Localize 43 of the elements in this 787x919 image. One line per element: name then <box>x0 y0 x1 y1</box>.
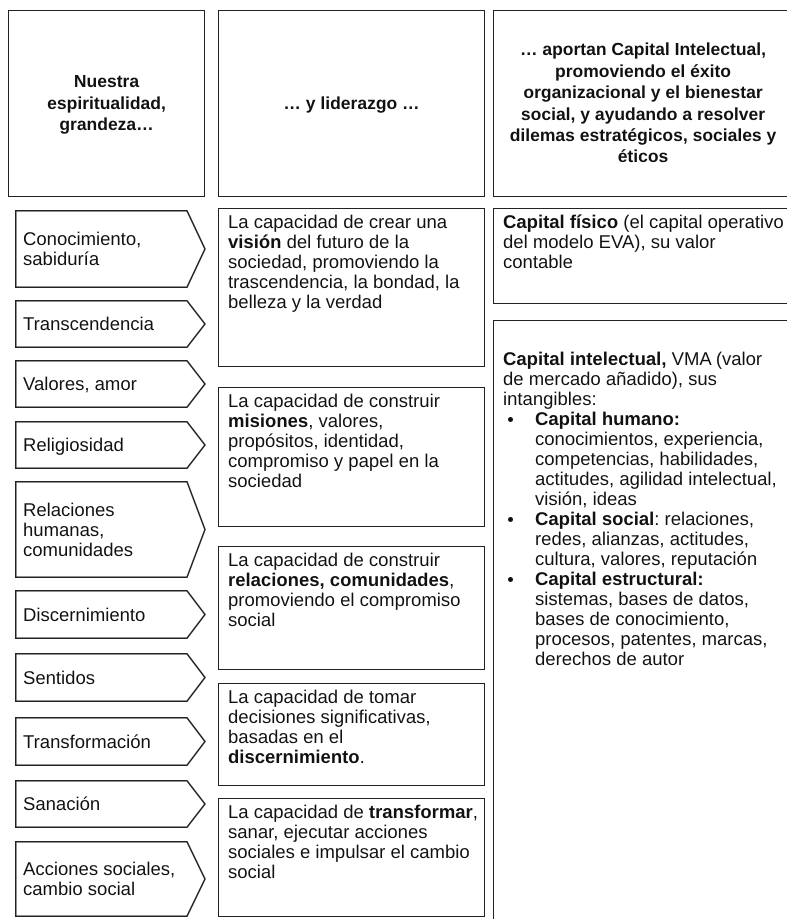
chevron-shape <box>15 300 205 348</box>
text-box <box>218 387 485 527</box>
text-box <box>493 320 787 919</box>
bullet-text: Capital social: relaciones, redes, alianzas, actitudes, cultura, valores, reputación <box>535 509 758 569</box>
chevron-label: Acciones sociales, cambio social <box>23 859 176 899</box>
text-box <box>493 208 787 304</box>
box-text: Capital físico (el capital operativo del modelo EVA), su valor contable <box>503 212 785 272</box>
bullet-text: Capital estructural: sistemas, bases de datos, bases de conocimiento, procesos, patentes, marcas, derechos de autor <box>535 569 768 669</box>
text-box <box>218 798 485 917</box>
chevron-label: Valores, amor <box>23 374 137 394</box>
column-header-box <box>493 10 787 197</box>
column-heading: … y liderazgo … <box>283 92 420 114</box>
column-header-box <box>8 10 205 197</box>
text-box <box>218 546 485 670</box>
box-text: Capital intelectual, VMA (valor de mercado añadido), sus intangibles: <box>503 349 764 409</box>
column-heading: … aportan Capital Intelectual, promoviendo el éxito organizacional y el bienestar social, y ayudando a resolver dilemas estratégicos, sociales y éticos <box>508 39 778 168</box>
chevron-label: Transcendencia <box>23 314 154 334</box>
column-header-box <box>218 10 485 197</box>
chevron-label: Sentidos <box>23 668 95 688</box>
text-box <box>218 683 485 786</box>
box-text: La capacidad de construir relaciones, comunidades, promoviendo el compromiso social <box>228 550 462 630</box>
chevron-label: Religiosidad <box>23 435 124 455</box>
text-box <box>218 208 485 367</box>
chevron-shape <box>15 717 205 766</box>
chevron-shape <box>15 421 205 469</box>
chevron-shape <box>15 481 205 578</box>
box-text: La capacidad de tomar decisiones significativas, basadas en el discernimiento. <box>228 687 432 767</box>
chevron-shape <box>15 841 205 917</box>
box-text: La capacidad de transformar, sanar, ejecutar acciones sociales e impulsar el cambio social <box>228 802 478 882</box>
bullet-text: Capital humano: conocimientos, experiencia, competencias, habilidades, actitudes, agilidad intelectual, visión, ideas <box>535 409 778 509</box>
chevron-shape <box>15 360 205 408</box>
chevron-label: Discernimiento <box>23 604 146 624</box>
chevron-label: Sanación <box>23 794 100 814</box>
box-text: La capacidad de crear una visión del futuro de la sociedad, promoviendo la trascendencia, la bondad, la belleza y la verdad <box>228 212 460 312</box>
chevron-label: Transformación <box>23 732 151 752</box>
box-text: La capacidad de construir misiones, valores, propósitos, identidad, compromiso y papel en la sociedad <box>228 391 441 491</box>
chevron-shape <box>15 590 205 639</box>
chevron-shape <box>15 653 205 702</box>
chevron-shape <box>15 210 205 288</box>
chevron-label: Conocimiento, sabiduría <box>23 229 142 269</box>
chevron-label: Relaciones humanas, comunidades <box>23 500 134 560</box>
column-heading: Nuestra espiritualidad, grandeza… <box>46 71 167 136</box>
chevron-shape <box>15 780 205 828</box>
